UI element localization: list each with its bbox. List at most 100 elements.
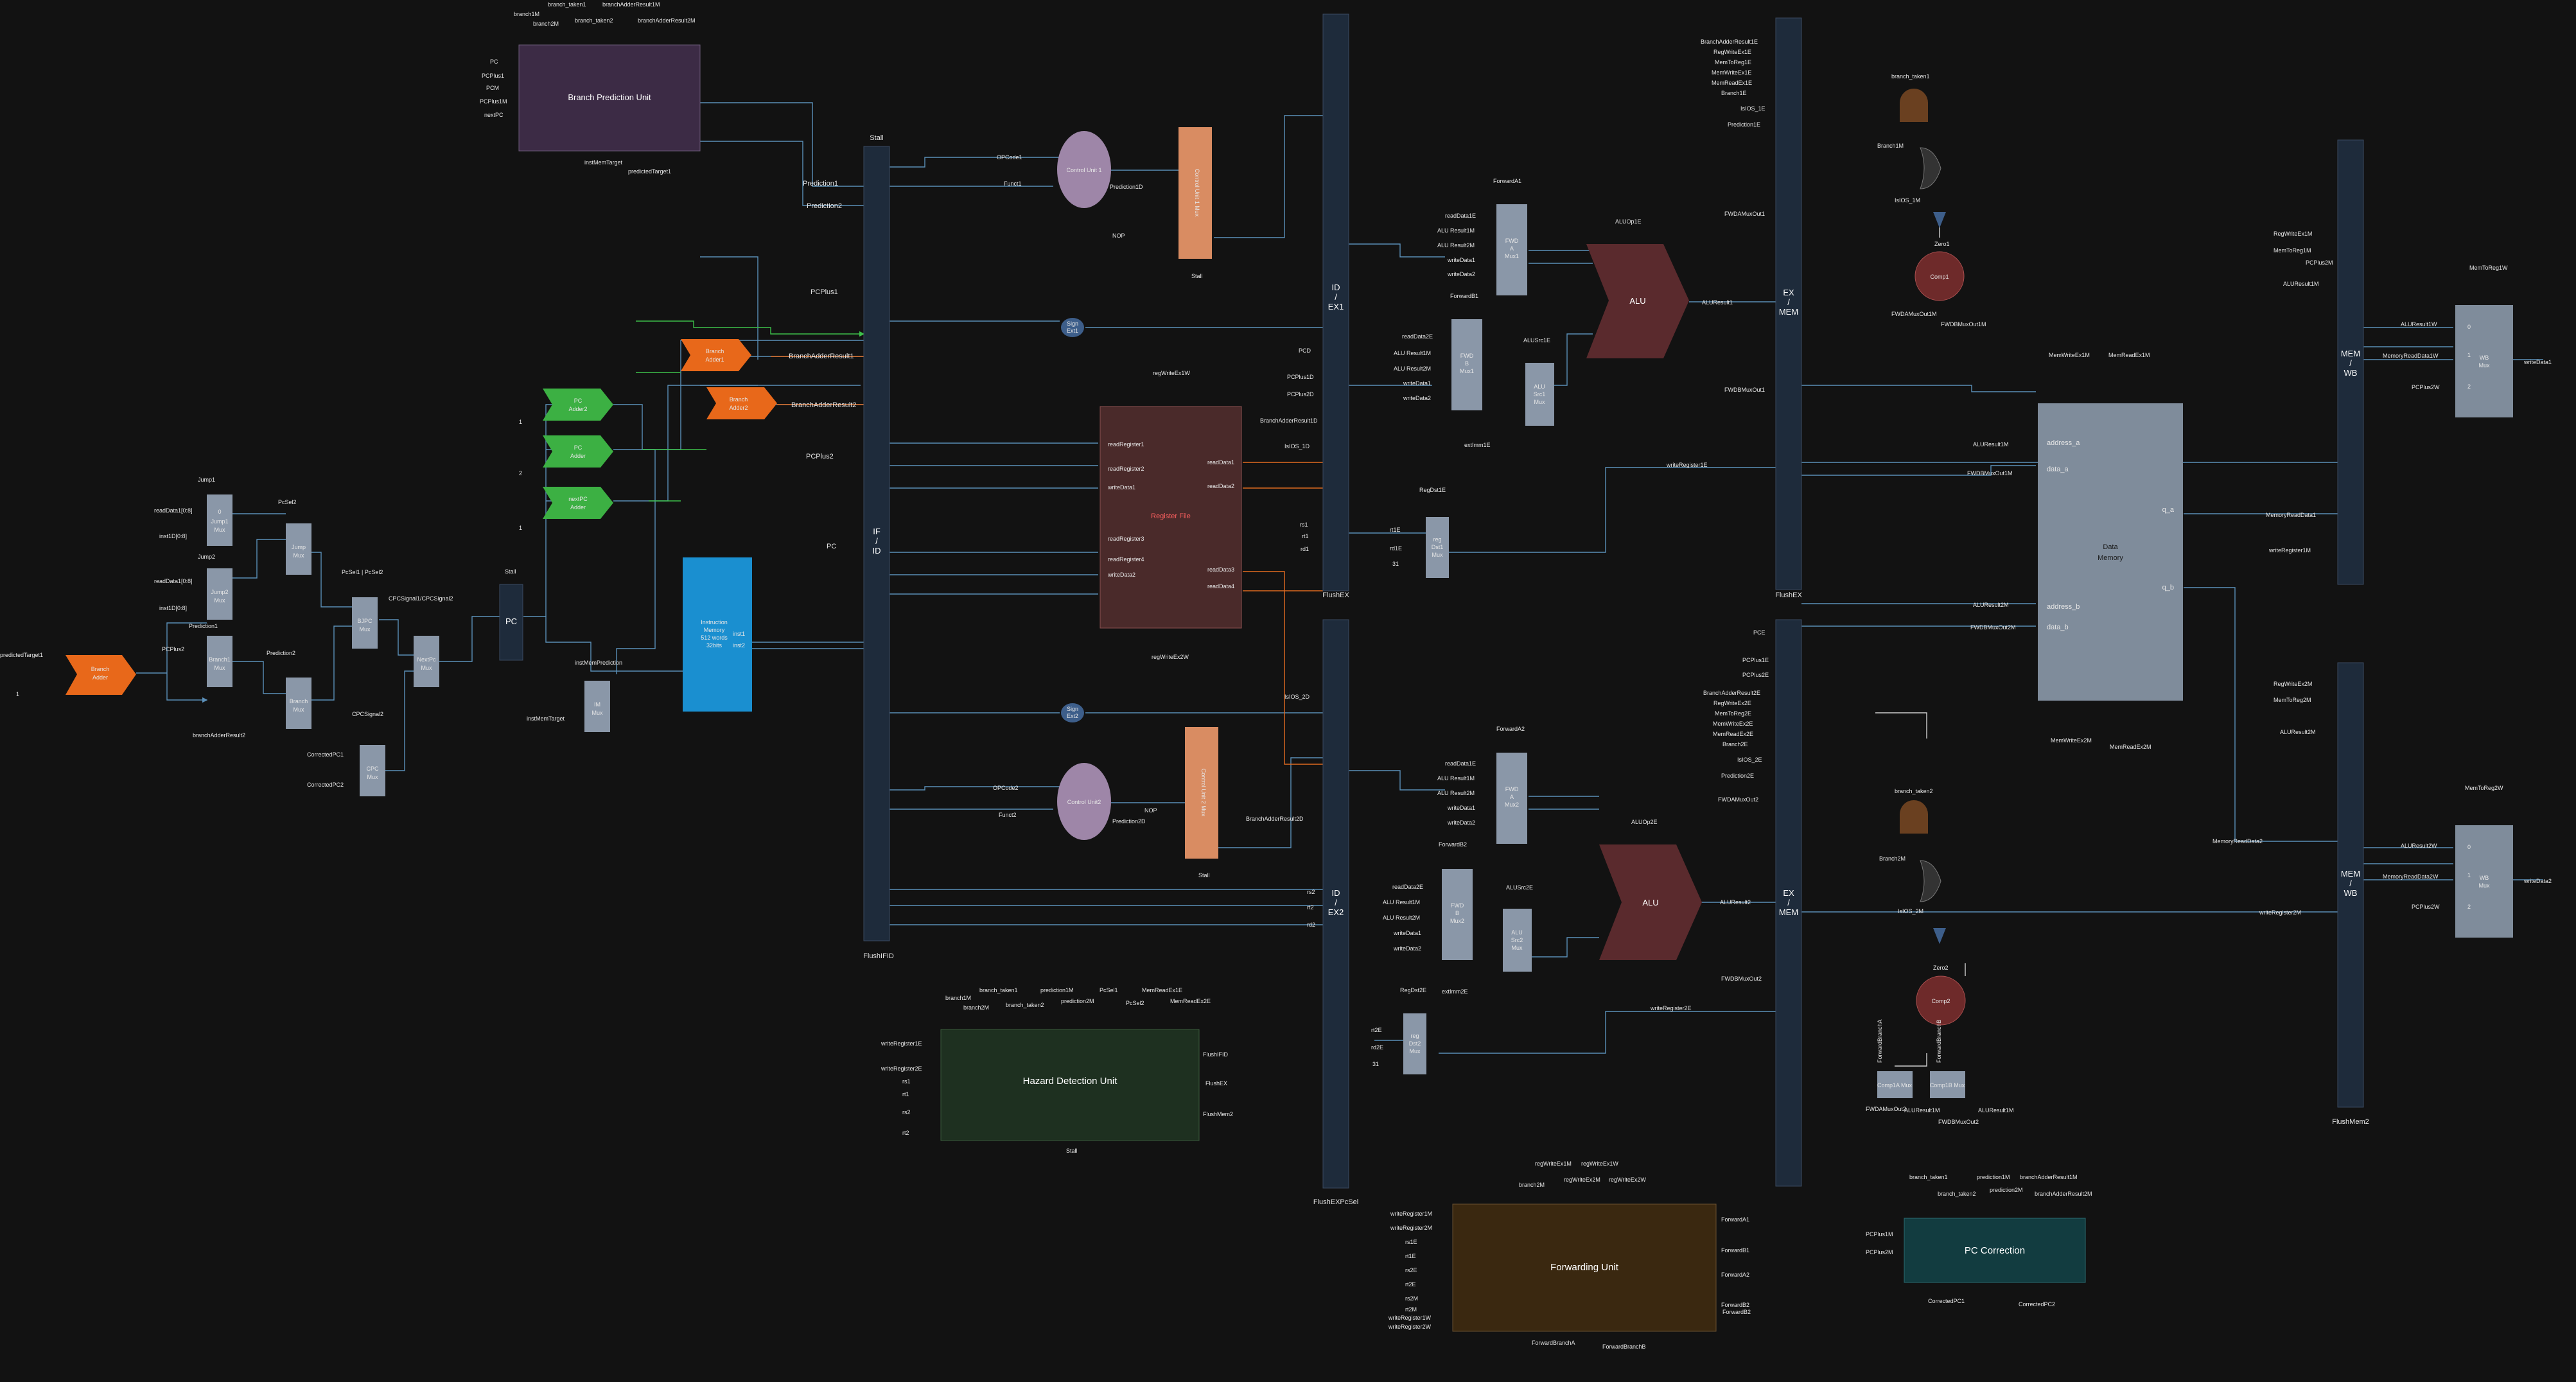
signal-label: data_b <box>2047 624 2069 631</box>
signal-label: ALUResult1M <box>2283 281 2319 287</box>
signal-label: branchAdderResult1M <box>602 1 660 8</box>
signal-label: MemoryReadData1W <box>2383 353 2439 359</box>
signal-label: Prediction1 <box>803 180 838 188</box>
signal-label: branch1M <box>514 11 539 17</box>
signal-label: nextPC <box>568 496 588 502</box>
signal-label: inst1D[0:8] <box>159 533 187 539</box>
signal-label: 1 <box>2467 352 2471 358</box>
signal-label: FWDAMuxOut1M <box>1891 311 1937 317</box>
signal-label: rt1 <box>1302 533 1309 539</box>
signal-label: predictedTarget1 <box>628 168 671 175</box>
signal-label: Mux <box>1511 945 1523 951</box>
signal-label: ID <box>1332 283 1340 292</box>
signal-label: inst1 <box>733 631 745 637</box>
signal-label: PCPlus2 <box>806 453 834 460</box>
signal-label: CPC <box>366 765 379 772</box>
signal-label: Branch <box>91 666 110 672</box>
signal-label: MemWriteEx2E <box>1713 721 1753 727</box>
signal-label: Adder2 <box>729 405 748 411</box>
signal-label: branch2M <box>533 21 559 27</box>
signal-label: ALUResult2M <box>2280 729 2316 735</box>
signal-label: Funct1 <box>1004 180 1022 187</box>
signal-label: writeData2 <box>1447 819 1475 826</box>
signal-label: Src2 <box>1511 937 1523 943</box>
signal-label: ForwardA2 <box>1721 1272 1749 1278</box>
signal-label: writeRegister1M <box>2268 547 2311 554</box>
signal-label: branchAdderResult2 <box>193 732 245 739</box>
signal-label: 31 <box>1392 561 1399 567</box>
signal-label: FlushIFID <box>1203 1051 1229 1058</box>
signal-label: ALUResult2 <box>1720 899 1751 905</box>
signal-label: Stall <box>1198 872 1210 879</box>
signal-label: ALU Result1M <box>1394 350 1431 356</box>
signal-label: rt2 <box>1307 904 1314 911</box>
signal-label: writeData1 <box>2523 359 2552 365</box>
branch-adders-12: Branch Adder1 Branch Adder2 <box>681 339 777 419</box>
signal-label: rs2E <box>1405 1267 1417 1273</box>
signal-label: writeRegister1W <box>1388 1315 1432 1321</box>
signal-label: rt2E <box>1371 1027 1382 1033</box>
signal-label: readData3 <box>1207 566 1234 573</box>
signal-label: FWDBMuxOut1M <box>1967 470 2013 477</box>
signal-label: RegWriteEx1E <box>1713 49 1751 55</box>
wires <box>136 102 2543 1067</box>
signal-label: writeData1 <box>1393 930 1421 936</box>
signal-label: / <box>1335 898 1337 907</box>
signal-label: / <box>1787 297 1790 307</box>
signal-label: PC Correction <box>1965 1245 2025 1256</box>
signal-label: PCPlus1E <box>1742 657 1769 663</box>
signal-label: Branch2E <box>1722 741 1748 748</box>
signal-label: RegDst2E <box>1400 987 1426 993</box>
signal-label: BranchAdderResult2E <box>1703 690 1760 696</box>
signal-label: extImm2E <box>1442 988 1468 995</box>
signal-label: PCD <box>1299 347 1311 354</box>
signal-label: regWriteEx1W <box>1153 370 1190 376</box>
signal-label: FWDAMuxOut2 <box>1866 1106 1906 1112</box>
signal-label: ForwardBranchA <box>1532 1340 1575 1346</box>
signal-label: regWriteEx1M <box>1535 1160 1572 1167</box>
signal-label: Sign <box>1067 320 1078 327</box>
branch-resolve-2: Comp2 Zero2 branch_taken2 Branch2M IsIOS… <box>1866 788 2014 1125</box>
signal-label: Prediction1E <box>1728 121 1760 128</box>
signal-label: branch2M <box>1519 1182 1545 1188</box>
signal-label: ForwardB2 <box>1722 1309 1751 1315</box>
signal-label: PCPlus1 <box>810 288 838 296</box>
signal-label: MemReadEx1E <box>1142 987 1182 993</box>
signal-label: FWD <box>1460 353 1474 359</box>
signal-label: PcSel2 <box>278 499 297 505</box>
signal-label: ALU <box>1629 296 1645 306</box>
signal-label: rs2 <box>902 1109 911 1115</box>
signal-label: instMemTarget <box>527 715 565 722</box>
signal-label: Data <box>2103 543 2118 551</box>
control-unit-2: Control Unit2 Control Unit 2 Mux OPCode2… <box>993 727 1218 879</box>
signal-label: PCPlus1M <box>480 98 507 105</box>
signal-label: IsIOS_1D <box>1284 443 1310 450</box>
signal-label: OPCode1 <box>997 154 1022 161</box>
signal-label: RegWriteEx2M <box>2274 681 2312 687</box>
signal-label: instMemPrediction <box>575 660 622 666</box>
signal-label: ALU Result2M <box>1437 242 1475 249</box>
ifid-inputs: PCPlus1 BranchAdderResult1 BranchAdderRe… <box>789 288 857 550</box>
signal-label: Branch1E <box>1721 90 1747 96</box>
signal-label: ALUOp2E <box>1631 819 1658 825</box>
signal-label: BranchAdderResult2 <box>791 401 857 409</box>
signal-label: / <box>875 536 878 546</box>
signal-label: readData2E <box>1402 333 1433 340</box>
signal-label: regWriteEx1W <box>1581 1160 1618 1167</box>
signal-label: ALUResult2W <box>2401 843 2437 849</box>
signal-label: rt1E <box>1405 1253 1416 1259</box>
signal-label: WB <box>2480 875 2489 881</box>
signal-label: Funct2 <box>999 812 1017 818</box>
signal-label: rs1E <box>1405 1239 1417 1245</box>
signal-label: Comp1B Mux <box>1930 1082 1965 1089</box>
signal-label: MemWriteEx1M <box>2049 352 2090 358</box>
signal-label: BranchAdderResult2D <box>1246 816 1304 822</box>
signal-label: IsIOS_2E <box>1737 757 1762 763</box>
signal-label: q_a <box>2162 506 2175 514</box>
signal-label: writeRegister2W <box>1388 1324 1432 1330</box>
signal-label: FlushEX <box>1322 591 1349 599</box>
signal-label: Control Unit 1 <box>1066 167 1101 173</box>
signal-label: Control Unit 2 Mux <box>1200 769 1207 817</box>
signal-label: ALU <box>1511 929 1523 936</box>
signal-label: WB <box>2344 368 2358 378</box>
